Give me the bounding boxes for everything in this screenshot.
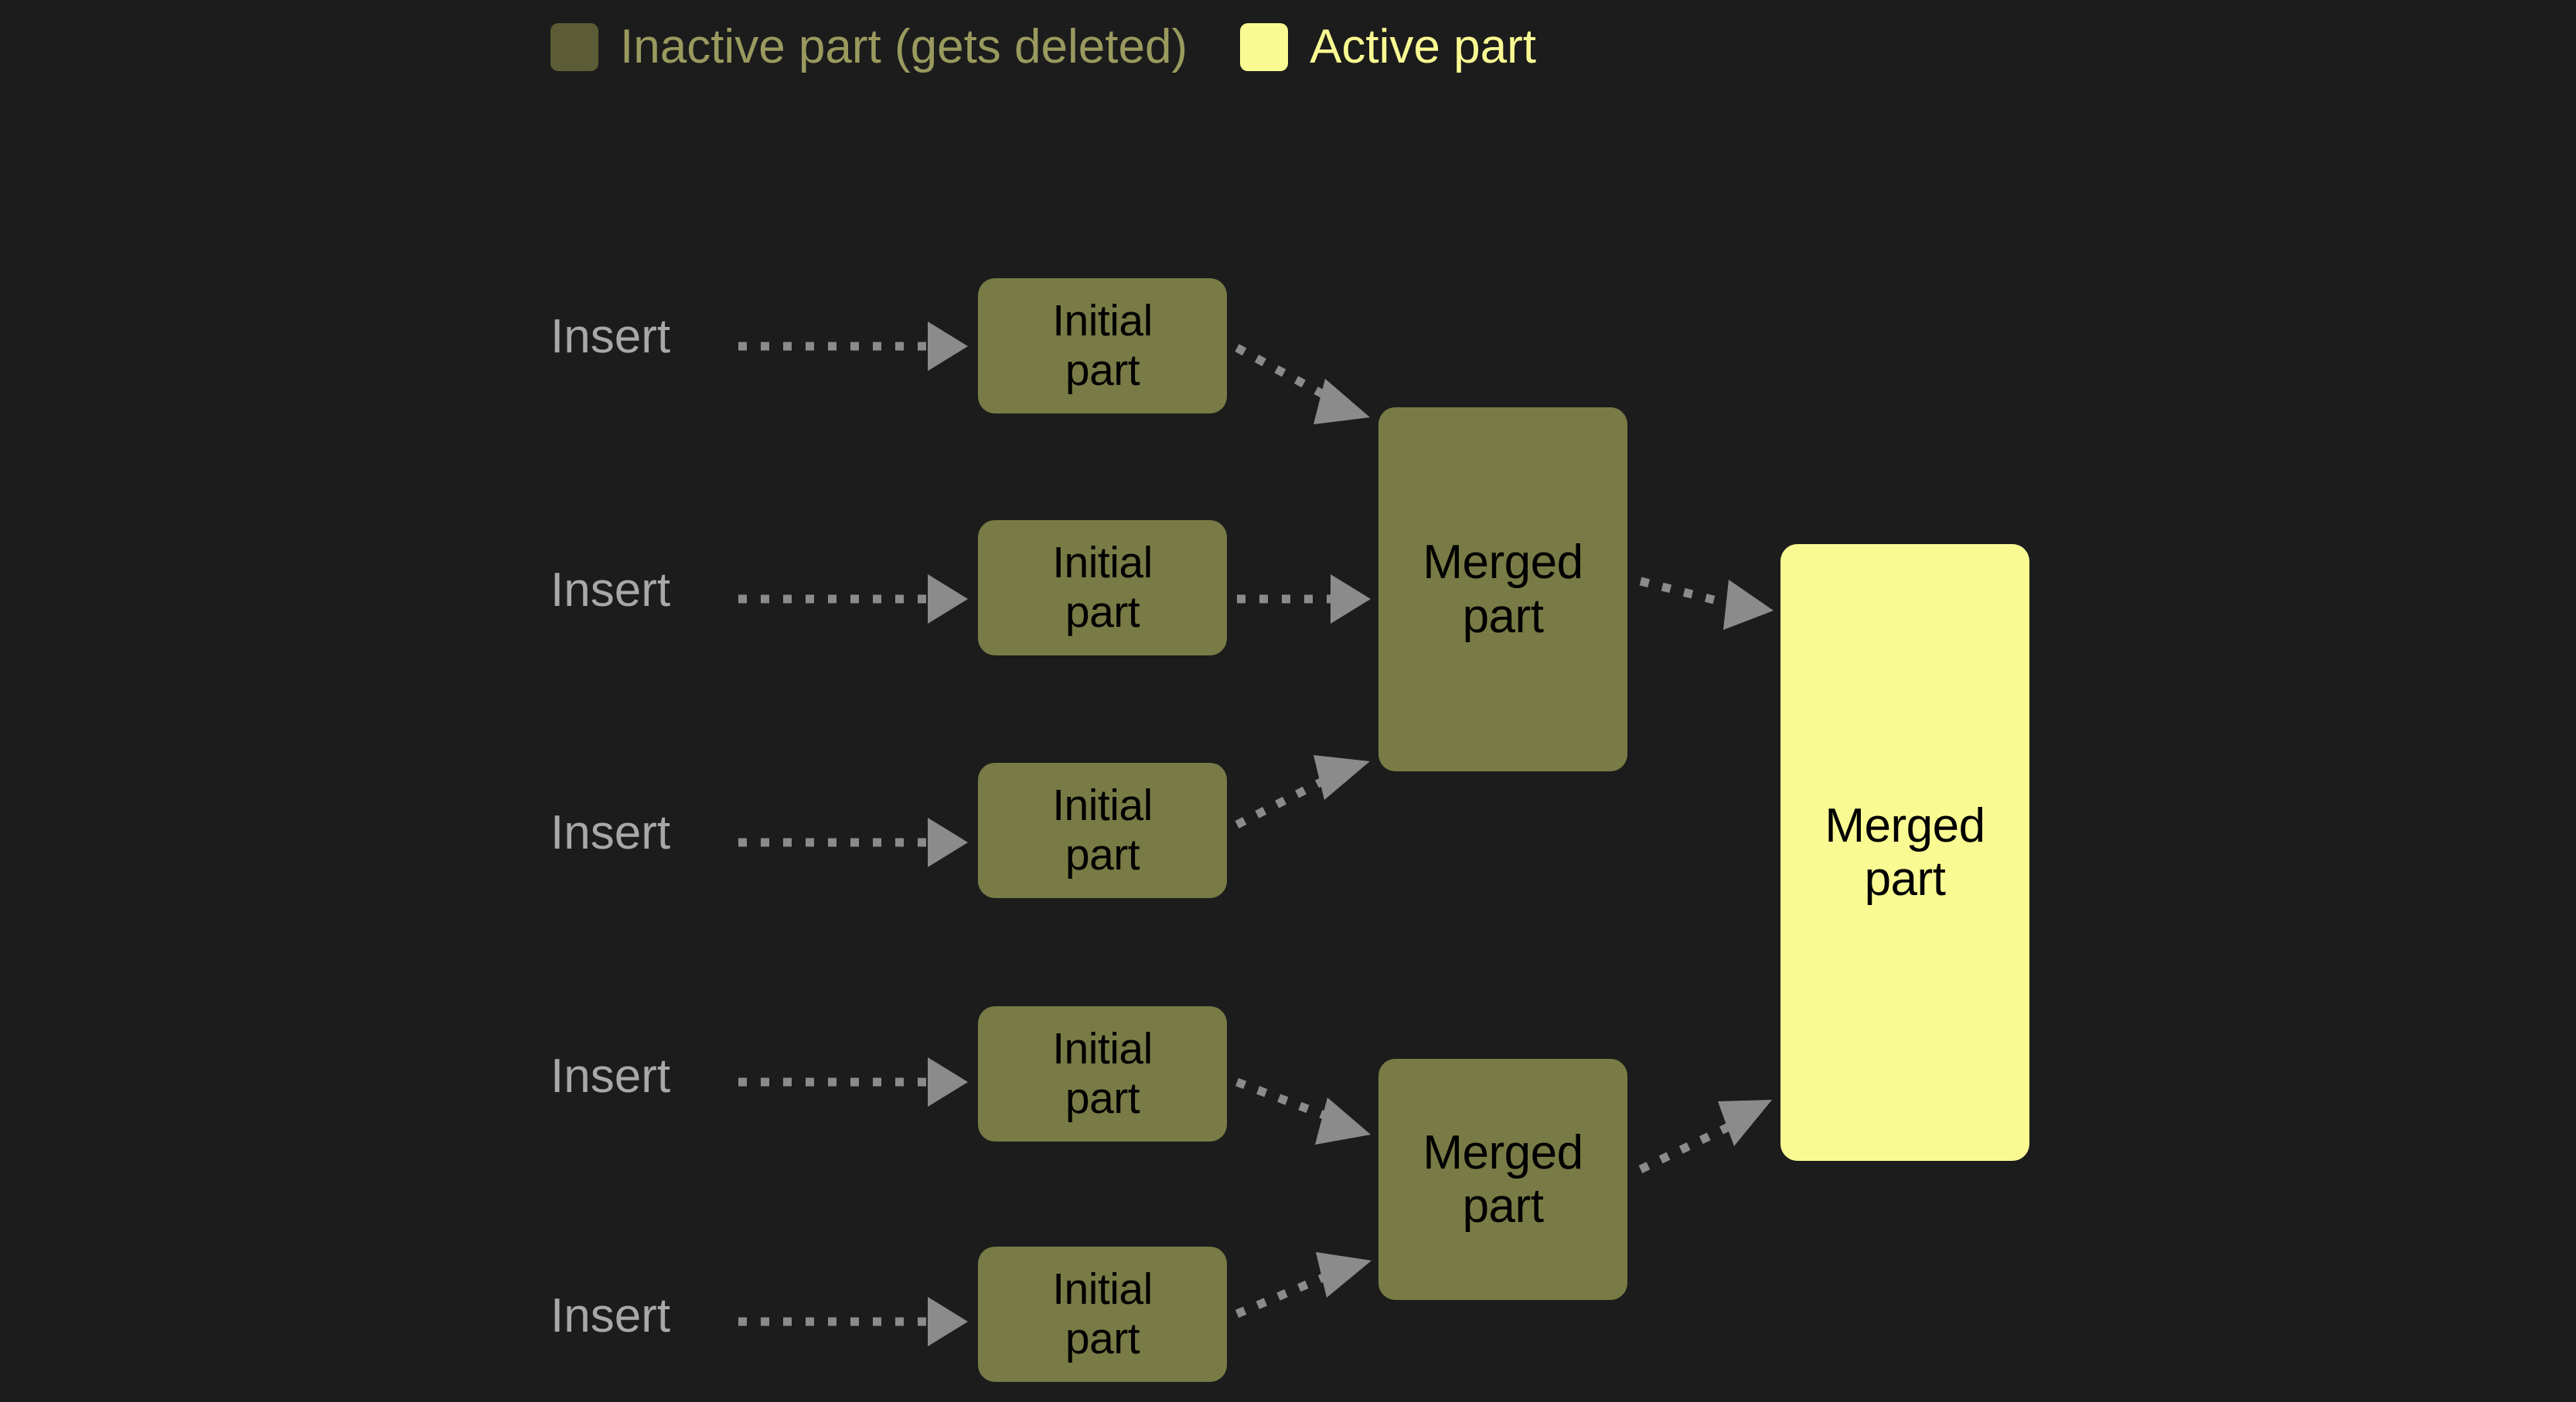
arrow-merged-lower-to-final	[1638, 1100, 1772, 1173]
node-initial-part-2[interactable]: Initial part	[978, 520, 1227, 655]
legend-label-active: Active part	[1310, 20, 1536, 73]
arrow-initial-3-to-merged-upper	[1235, 755, 1370, 829]
arrow-insert-4	[738, 1057, 968, 1107]
arrow-insert-2	[738, 574, 968, 624]
arrow-initial-1-to-merged-upper	[1235, 344, 1370, 424]
legend-swatch-inactive-icon	[550, 23, 598, 71]
arrow-merged-upper-to-final	[1639, 577, 1774, 630]
node-merged-part-final[interactable]: Merged part	[1780, 544, 2029, 1161]
node-initial-part-3[interactable]: Initial part	[978, 763, 1227, 898]
arrow-insert-3	[738, 818, 968, 867]
node-merged-part-lower[interactable]: Merged part	[1378, 1059, 1627, 1300]
legend-item-active: Active part	[1240, 23, 1536, 71]
legend: Inactive part (gets deleted) Active part	[550, 23, 1536, 71]
insert-label-1: Insert	[550, 310, 671, 363]
node-initial-part-5[interactable]: Initial part	[978, 1247, 1227, 1382]
insert-label-5: Insert	[550, 1289, 671, 1342]
arrow-insert-1	[738, 322, 968, 371]
arrow-initial-2-to-merged-upper	[1237, 574, 1371, 624]
legend-item-inactive: Inactive part (gets deleted)	[550, 23, 1187, 71]
insert-label-2: Insert	[550, 563, 671, 617]
node-initial-part-1[interactable]: Initial part	[978, 278, 1227, 413]
insert-label-3: Insert	[550, 806, 671, 859]
arrow-initial-4-to-merged-lower	[1235, 1077, 1371, 1145]
arrow-insert-5	[738, 1297, 968, 1346]
legend-swatch-active-icon	[1240, 23, 1289, 71]
node-merged-part-upper[interactable]: Merged part	[1378, 407, 1627, 771]
insert-label-4: Insert	[550, 1050, 671, 1103]
node-initial-part-4[interactable]: Initial part	[978, 1006, 1227, 1142]
legend-label-inactive: Inactive part (gets deleted)	[620, 20, 1188, 73]
arrow-initial-5-to-merged-lower	[1235, 1252, 1371, 1319]
